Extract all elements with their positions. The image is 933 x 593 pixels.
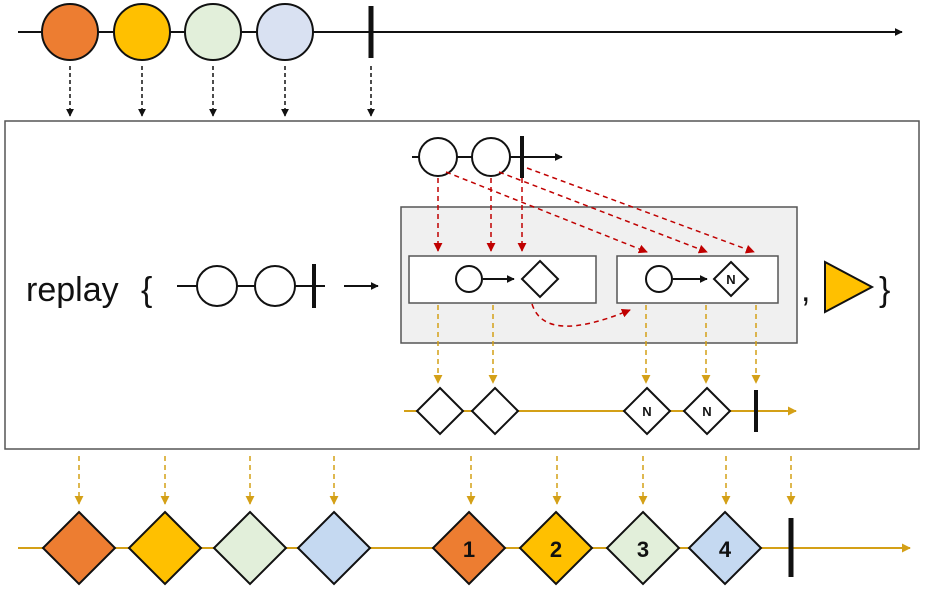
replay-routing-arrows xyxy=(433,167,755,327)
route-sub1-to-sub2-curve xyxy=(531,303,631,327)
inner-output-diamond-3 xyxy=(622,386,672,436)
source-marble-4 xyxy=(256,3,314,61)
inner-output-arrows xyxy=(433,305,761,384)
inner-output-diamond-3-label: N xyxy=(642,404,651,419)
operator-separator: , xyxy=(801,271,810,309)
subscriber-1-output-diamond xyxy=(520,259,560,299)
output-diamond-7 xyxy=(605,510,681,586)
shared-marble-2 xyxy=(471,137,511,177)
inner-output-diamond-1 xyxy=(415,386,465,436)
subscriber-2-diamond-label: N xyxy=(726,272,735,287)
output-diamond-6-label: 2 xyxy=(550,537,562,562)
output-diamond-1 xyxy=(41,510,117,586)
inner-output-timeline: N N xyxy=(404,386,797,436)
argument-timeline xyxy=(177,264,379,308)
output-diamond-2 xyxy=(127,510,203,586)
output-diamond-5-label: 1 xyxy=(463,537,475,562)
operator-close-brace: } xyxy=(879,271,890,309)
shared-source-timeline xyxy=(412,136,563,178)
output-diamond-5 xyxy=(431,510,507,586)
source-timeline xyxy=(18,3,903,61)
route-1-to-sub2 xyxy=(445,171,648,254)
output-diamond-3 xyxy=(212,510,288,586)
operator-open-brace: { xyxy=(141,271,152,309)
subscriber-box-2: N xyxy=(616,255,779,304)
argument-marble-2 xyxy=(254,265,296,307)
source-to-operator-arrows xyxy=(66,66,375,117)
source-marble-1 xyxy=(41,3,99,61)
operator-keyword: replay xyxy=(26,271,119,309)
subscriber-1-input-marble xyxy=(455,265,483,293)
output-diamond-4 xyxy=(296,510,372,586)
route-complete-to-sub2 xyxy=(526,167,755,254)
route-2-to-sub2 xyxy=(498,171,708,254)
inner-output-diamond-4 xyxy=(682,386,732,436)
source-marble-3 xyxy=(184,3,242,61)
output-timeline: 1 2 3 4 xyxy=(18,510,911,586)
play-triangle-icon xyxy=(824,260,875,314)
output-diamond-7-label: 3 xyxy=(637,537,649,562)
argument-marble-1 xyxy=(196,265,238,307)
inner-output-diamond-2 xyxy=(470,386,520,436)
output-diamond-8 xyxy=(687,510,763,586)
output-diamond-8-label: 4 xyxy=(719,537,732,562)
operator-to-output-arrows xyxy=(74,456,796,505)
output-diamond-6 xyxy=(518,510,594,586)
inner-output-diamond-4-label: N xyxy=(702,404,711,419)
subscriber-box-1 xyxy=(408,255,597,304)
subscriber-2-output-diamond xyxy=(712,260,750,298)
source-marble-2 xyxy=(113,3,171,61)
shared-marble-1 xyxy=(418,137,458,177)
subscriber-2-input-marble xyxy=(645,265,673,293)
